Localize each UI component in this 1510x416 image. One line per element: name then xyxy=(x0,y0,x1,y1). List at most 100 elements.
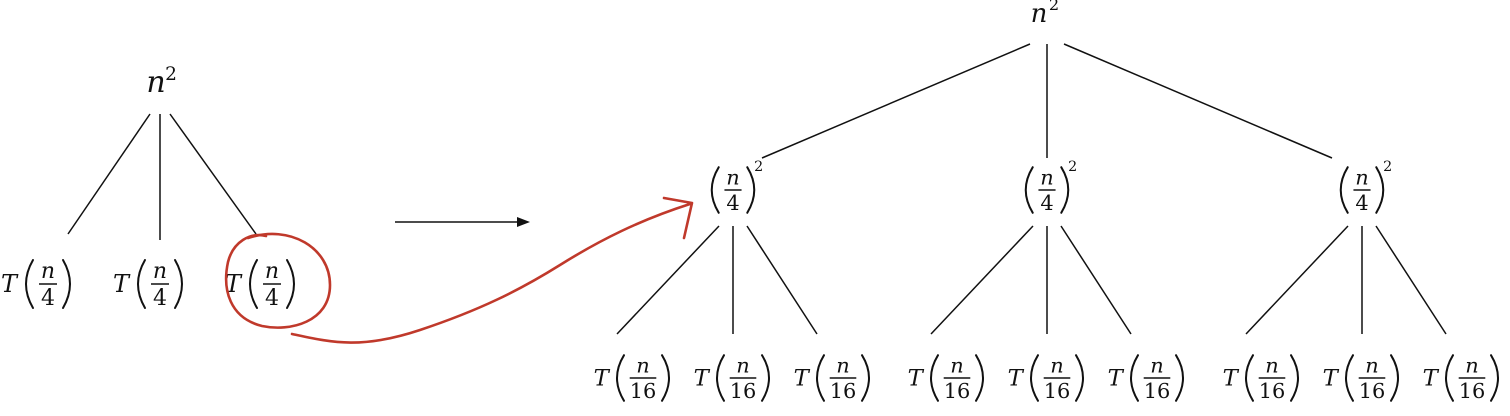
fraction-numerator: n xyxy=(41,259,55,284)
fraction-numerator: n xyxy=(265,259,279,284)
fraction-numerator: n xyxy=(1265,353,1278,377)
right-paren xyxy=(1390,354,1399,402)
right-level2-edge xyxy=(616,225,720,335)
left-edge xyxy=(169,113,257,235)
left-paren xyxy=(1030,354,1039,402)
function-symbol: T xyxy=(1,270,19,298)
right-level2-term: n16 T xyxy=(694,353,770,403)
right-paren xyxy=(861,354,870,402)
left-child-term: n4T xyxy=(1,259,71,311)
exponent: 2 xyxy=(1383,159,1392,175)
left-paren xyxy=(616,354,625,402)
right-paren xyxy=(174,259,183,309)
left-edge xyxy=(67,113,151,235)
right-level2-term: n16 T xyxy=(908,353,984,403)
right-level2-edge xyxy=(930,225,1034,335)
right-level1-edge xyxy=(761,43,1031,159)
exponent: 2 xyxy=(1068,159,1077,175)
power-base: n xyxy=(146,65,165,100)
right-level2-edge xyxy=(1375,225,1447,335)
fraction-denominator: 16 xyxy=(830,379,857,403)
right-level2-edge xyxy=(746,225,818,335)
right-paren xyxy=(1490,354,1499,402)
left-paren xyxy=(1245,354,1254,402)
fraction-numerator: n xyxy=(736,353,749,377)
right-paren xyxy=(1075,354,1084,402)
function-symbol: T xyxy=(1423,366,1440,392)
right-level2-term: n16 T xyxy=(1108,353,1184,403)
fraction-denominator: 4 xyxy=(1355,191,1368,215)
right-paren xyxy=(1175,354,1184,402)
left-child-term-highlighted: n4T xyxy=(225,259,295,311)
fraction-denominator: 16 xyxy=(1259,379,1286,403)
fraction-denominator: 16 xyxy=(630,379,657,403)
fraction-denominator: 4 xyxy=(1040,191,1053,215)
right-level1-term: n42 xyxy=(1339,159,1392,215)
right-level2-term: n16 T xyxy=(794,353,870,403)
exponent: 2 xyxy=(754,159,763,175)
fraction-denominator: 16 xyxy=(1044,379,1071,403)
power-exponent: 2 xyxy=(1049,0,1059,14)
left-paren xyxy=(1345,354,1354,402)
right-level2-term: n16 T xyxy=(594,353,670,403)
function-symbol: T xyxy=(1223,366,1240,392)
right-level2-edge xyxy=(1060,225,1132,335)
left-paren xyxy=(249,259,258,309)
function-symbol: T xyxy=(594,366,611,392)
expansion-arrow-head xyxy=(517,217,530,227)
right-paren xyxy=(1060,166,1070,214)
fraction-denominator: 16 xyxy=(730,379,757,403)
function-symbol: T xyxy=(1108,366,1125,392)
right-level2-term: n16 T xyxy=(1423,353,1499,403)
right-level1-term: n42 xyxy=(1024,159,1077,215)
fraction-denominator: 4 xyxy=(41,286,55,311)
fraction-numerator: n xyxy=(1465,353,1478,377)
highlight-circle xyxy=(224,232,332,329)
fraction-numerator: n xyxy=(636,353,649,377)
fraction-numerator: n xyxy=(1355,165,1368,189)
left-paren xyxy=(25,259,34,309)
fraction-numerator: n xyxy=(836,353,849,377)
right-paren xyxy=(62,259,71,309)
fraction-denominator: 16 xyxy=(1459,379,1486,403)
right-paren xyxy=(661,354,670,402)
fraction-denominator: 16 xyxy=(944,379,971,403)
fraction-numerator: n xyxy=(726,165,739,189)
right-paren xyxy=(1375,166,1385,214)
power-exponent: 2 xyxy=(165,64,177,85)
right-paren xyxy=(761,354,770,402)
left-paren xyxy=(1339,166,1349,214)
left-paren xyxy=(137,259,146,309)
fraction-numerator: n xyxy=(153,259,167,284)
fraction-numerator: n xyxy=(1150,353,1163,377)
left-paren xyxy=(1445,354,1454,402)
right-paren xyxy=(975,354,984,402)
left-paren xyxy=(710,166,720,214)
fraction-denominator: 16 xyxy=(1144,379,1171,403)
fraction-numerator: n xyxy=(1365,353,1378,377)
right-paren xyxy=(1290,354,1299,402)
fraction-denominator: 4 xyxy=(265,286,279,311)
right-paren xyxy=(286,259,295,309)
right-level1-term: n42 xyxy=(710,159,763,215)
right-level2-term: n16 T xyxy=(1223,353,1299,403)
function-symbol: T xyxy=(908,366,925,392)
left-paren xyxy=(930,354,939,402)
left-child-term: n4T xyxy=(113,259,183,311)
left-paren xyxy=(1024,166,1034,214)
fraction-numerator: n xyxy=(950,353,963,377)
annotation-layer xyxy=(224,196,694,344)
function-symbol: T xyxy=(794,366,811,392)
fraction-denominator: 4 xyxy=(726,191,739,215)
function-symbol: T xyxy=(225,270,243,298)
fraction-numerator: n xyxy=(1040,165,1053,189)
function-symbol: T xyxy=(113,270,131,298)
function-symbol: T xyxy=(694,366,711,392)
fraction-denominator: 4 xyxy=(153,286,167,311)
fraction-numerator: n xyxy=(1050,353,1063,377)
